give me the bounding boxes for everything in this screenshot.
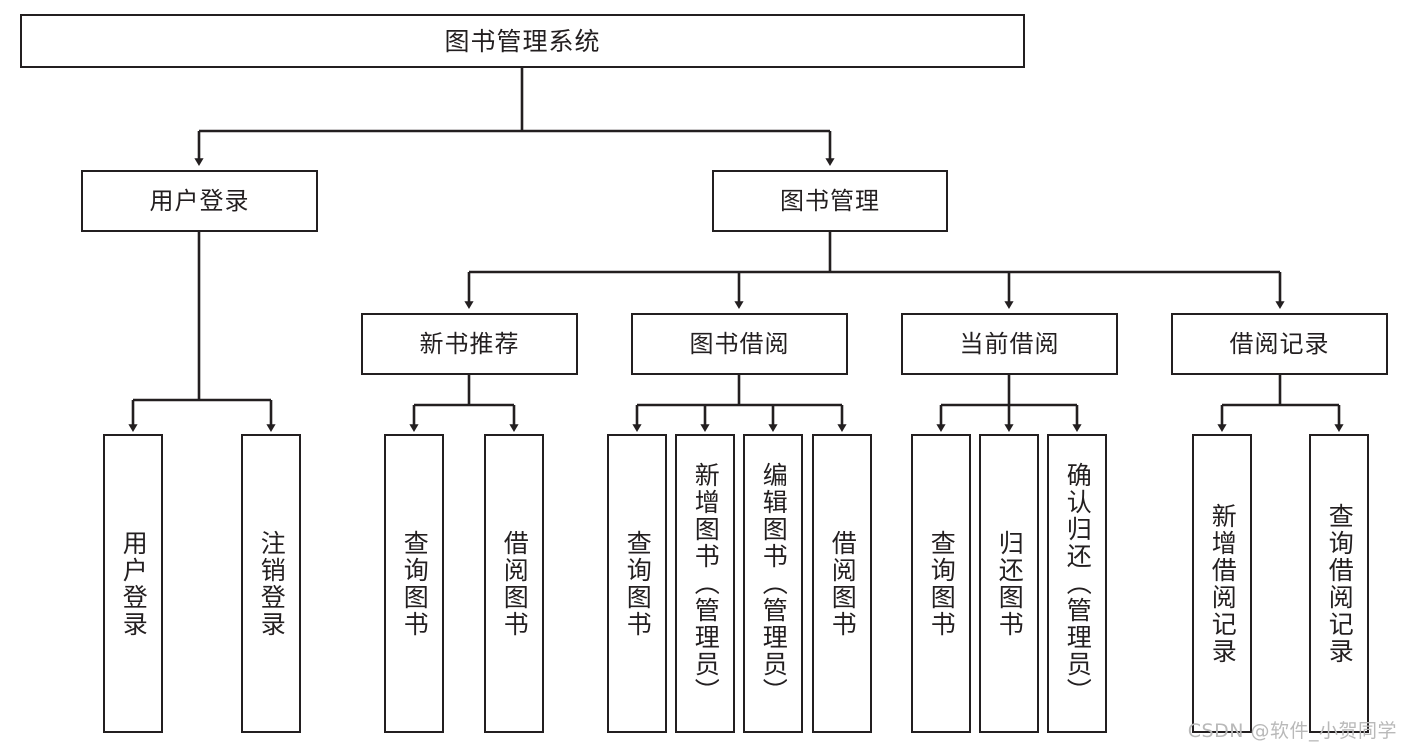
node-new-book-recommend[interactable]: 新书推荐 [361,313,578,375]
leaf-label: 新增借阅记录 [1208,502,1238,665]
leaf-label: 借阅图书 [828,529,858,638]
leaf-user-login[interactable]: 用户登录 [103,434,163,733]
node-book-borrow[interactable]: 图书借阅 [631,313,848,375]
leaf-label: 查询借阅记录 [1325,502,1355,665]
leaf-add-book-admin[interactable]: 新增图书（管理员） [675,434,735,733]
leaf-query-book-current[interactable]: 查询图书 [911,434,971,733]
leaf-label: 编辑图书（管理员） [759,462,789,705]
leaf-query-book-borrow[interactable]: 查询图书 [607,434,667,733]
leaf-label: 借阅图书 [500,529,530,638]
leaf-return-book[interactable]: 归还图书 [979,434,1039,733]
leaf-label: 查询图书 [927,529,957,638]
leaf-label: 注销登录 [257,529,287,638]
node-book-management[interactable]: 图书管理 [712,170,948,232]
leaf-label: 新增图书（管理员） [691,462,721,705]
leaf-confirm-return-admin[interactable]: 确认归还（管理员） [1047,434,1107,733]
node-user-login[interactable]: 用户登录 [81,170,318,232]
leaf-edit-book-admin[interactable]: 编辑图书（管理员） [743,434,803,733]
watermark-text: CSDN @软件_小贺同学 [1187,720,1397,742]
node-current-borrow[interactable]: 当前借阅 [901,313,1118,375]
leaf-borrow-book[interactable]: 借阅图书 [812,434,872,733]
leaf-label: 归还图书 [995,529,1025,638]
leaf-label: 确认归还（管理员） [1063,462,1093,705]
leaf-label: 查询图书 [400,529,430,638]
node-borrow-record[interactable]: 借阅记录 [1171,313,1388,375]
leaf-borrow-book-newbook[interactable]: 借阅图书 [484,434,544,733]
leaf-label: 用户登录 [119,529,149,638]
leaf-add-borrow-record[interactable]: 新增借阅记录 [1192,434,1252,733]
leaf-logout[interactable]: 注销登录 [241,434,301,733]
leaf-query-book-newbook[interactable]: 查询图书 [384,434,444,733]
node-root-system[interactable]: 图书管理系统 [20,14,1025,68]
leaf-label: 查询图书 [623,529,653,638]
leaf-query-borrow-record[interactable]: 查询借阅记录 [1309,434,1369,733]
